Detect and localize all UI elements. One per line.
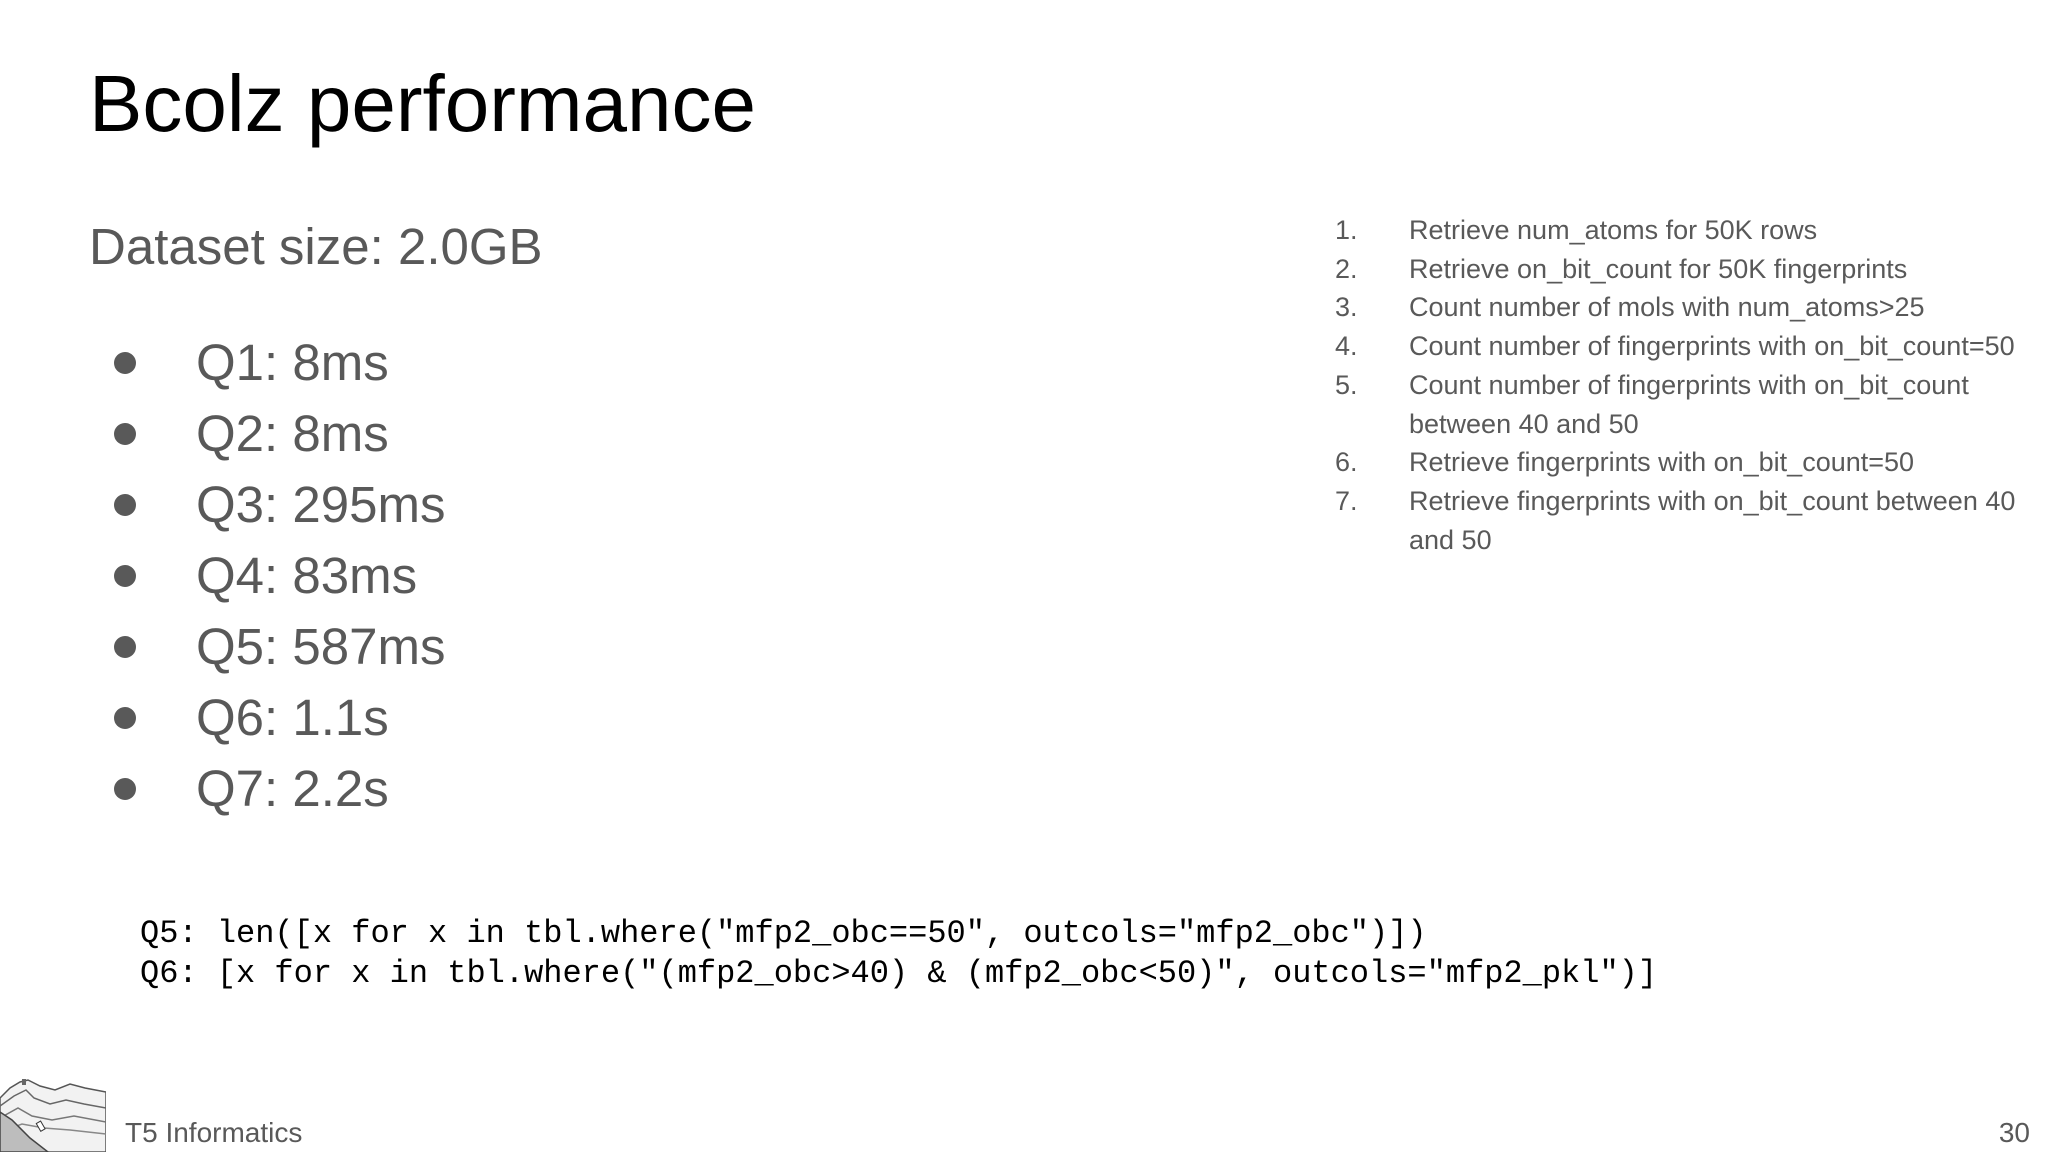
query-item: 7. Retrieve fingerprints with on_bit_coun… [1335,482,2029,559]
result-item: Q1: 8ms [110,327,445,398]
bullet-icon [114,635,136,658]
query-text: Retrieve fingerprints with on_bit_count … [1409,485,2016,555]
code-line-q6: Q6: [x for x in tbl.where("(mfp2_obc>40)… [140,955,1658,992]
result-text: Q7: 2.2s [196,760,389,817]
query-item: 4. Count number of fingerprints with on_b… [1335,327,2029,366]
query-number: 1. [1335,215,1358,245]
query-number: 3. [1335,292,1358,323]
bullet-icon [114,777,136,800]
result-text: Q1: 8ms [196,334,389,391]
result-item: Q6: 1.1s [110,682,445,753]
slide-title: Bcolz performance [89,59,756,148]
result-text: Q6: 1.1s [196,689,389,746]
code-line-q5: Q5: len([x for x in tbl.where("mfp2_obc=… [140,915,1427,952]
page-number: 30 [1998,1117,2030,1148]
bullet-icon [114,351,136,374]
results-list: Q1: 8ms Q2: 8ms Q3: 295ms Q4: 83ms Q5: 5… [110,327,445,824]
query-number: 7. [1335,485,1358,516]
query-text: Count number of mols with num_atoms>25 [1409,292,1925,323]
code-block: Q5: len([x for x in tbl.where("mfp2_obc=… [140,914,1657,994]
result-text: Q3: 295ms [196,476,446,533]
result-item: Q4: 83ms [110,540,445,611]
query-text: Count number of fingerprints with on_bit… [1409,331,2015,362]
query-text: Count number of fingerprints with on_bit… [1409,369,1969,439]
footer-text: T5 Informatics [125,1117,303,1148]
result-item: Q7: 2.2s [110,753,445,824]
bullet-icon [114,493,136,516]
query-list: 1. Retrieve num_atoms for 50K rows 2. Retr… [1335,211,2029,559]
query-number: 5. [1335,369,1358,400]
query-number: 6. [1335,447,1358,478]
query-item: 6. Retrieve fingerprints with on_bit_coun… [1335,443,2029,482]
mountain-logo-icon [0,1068,106,1152]
dataset-size: Dataset size: 2.0GB [89,218,543,275]
bullet-icon [114,706,136,729]
query-item: 2. Retrieve on_bit_count for 50K fingerpr… [1335,250,2029,289]
result-text: Q4: 83ms [196,547,418,604]
query-item: 3. Count number of mols with num_atoms>25 [1335,288,2029,327]
query-number: 4. [1335,331,1358,362]
result-item: Q2: 8ms [110,398,445,469]
bullet-icon [114,564,136,587]
query-item: 1. Retrieve num_atoms for 50K rows [1335,211,2029,250]
query-text: Retrieve fingerprints with on_bit_count=… [1409,447,1915,478]
query-item: 5. Count number of fingerprints with on_b… [1335,366,2029,443]
result-item: Q5: 587ms [110,611,445,682]
result-text: Q2: 8ms [196,405,389,462]
query-text: Retrieve num_atoms for 50K rows [1409,215,1818,245]
query-number: 2. [1335,253,1358,284]
bullet-icon [114,422,136,445]
query-text: Retrieve on_bit_count for 50K fingerprin… [1409,253,1908,284]
result-item: Q3: 295ms [110,469,445,540]
result-text: Q5: 587ms [196,618,446,675]
